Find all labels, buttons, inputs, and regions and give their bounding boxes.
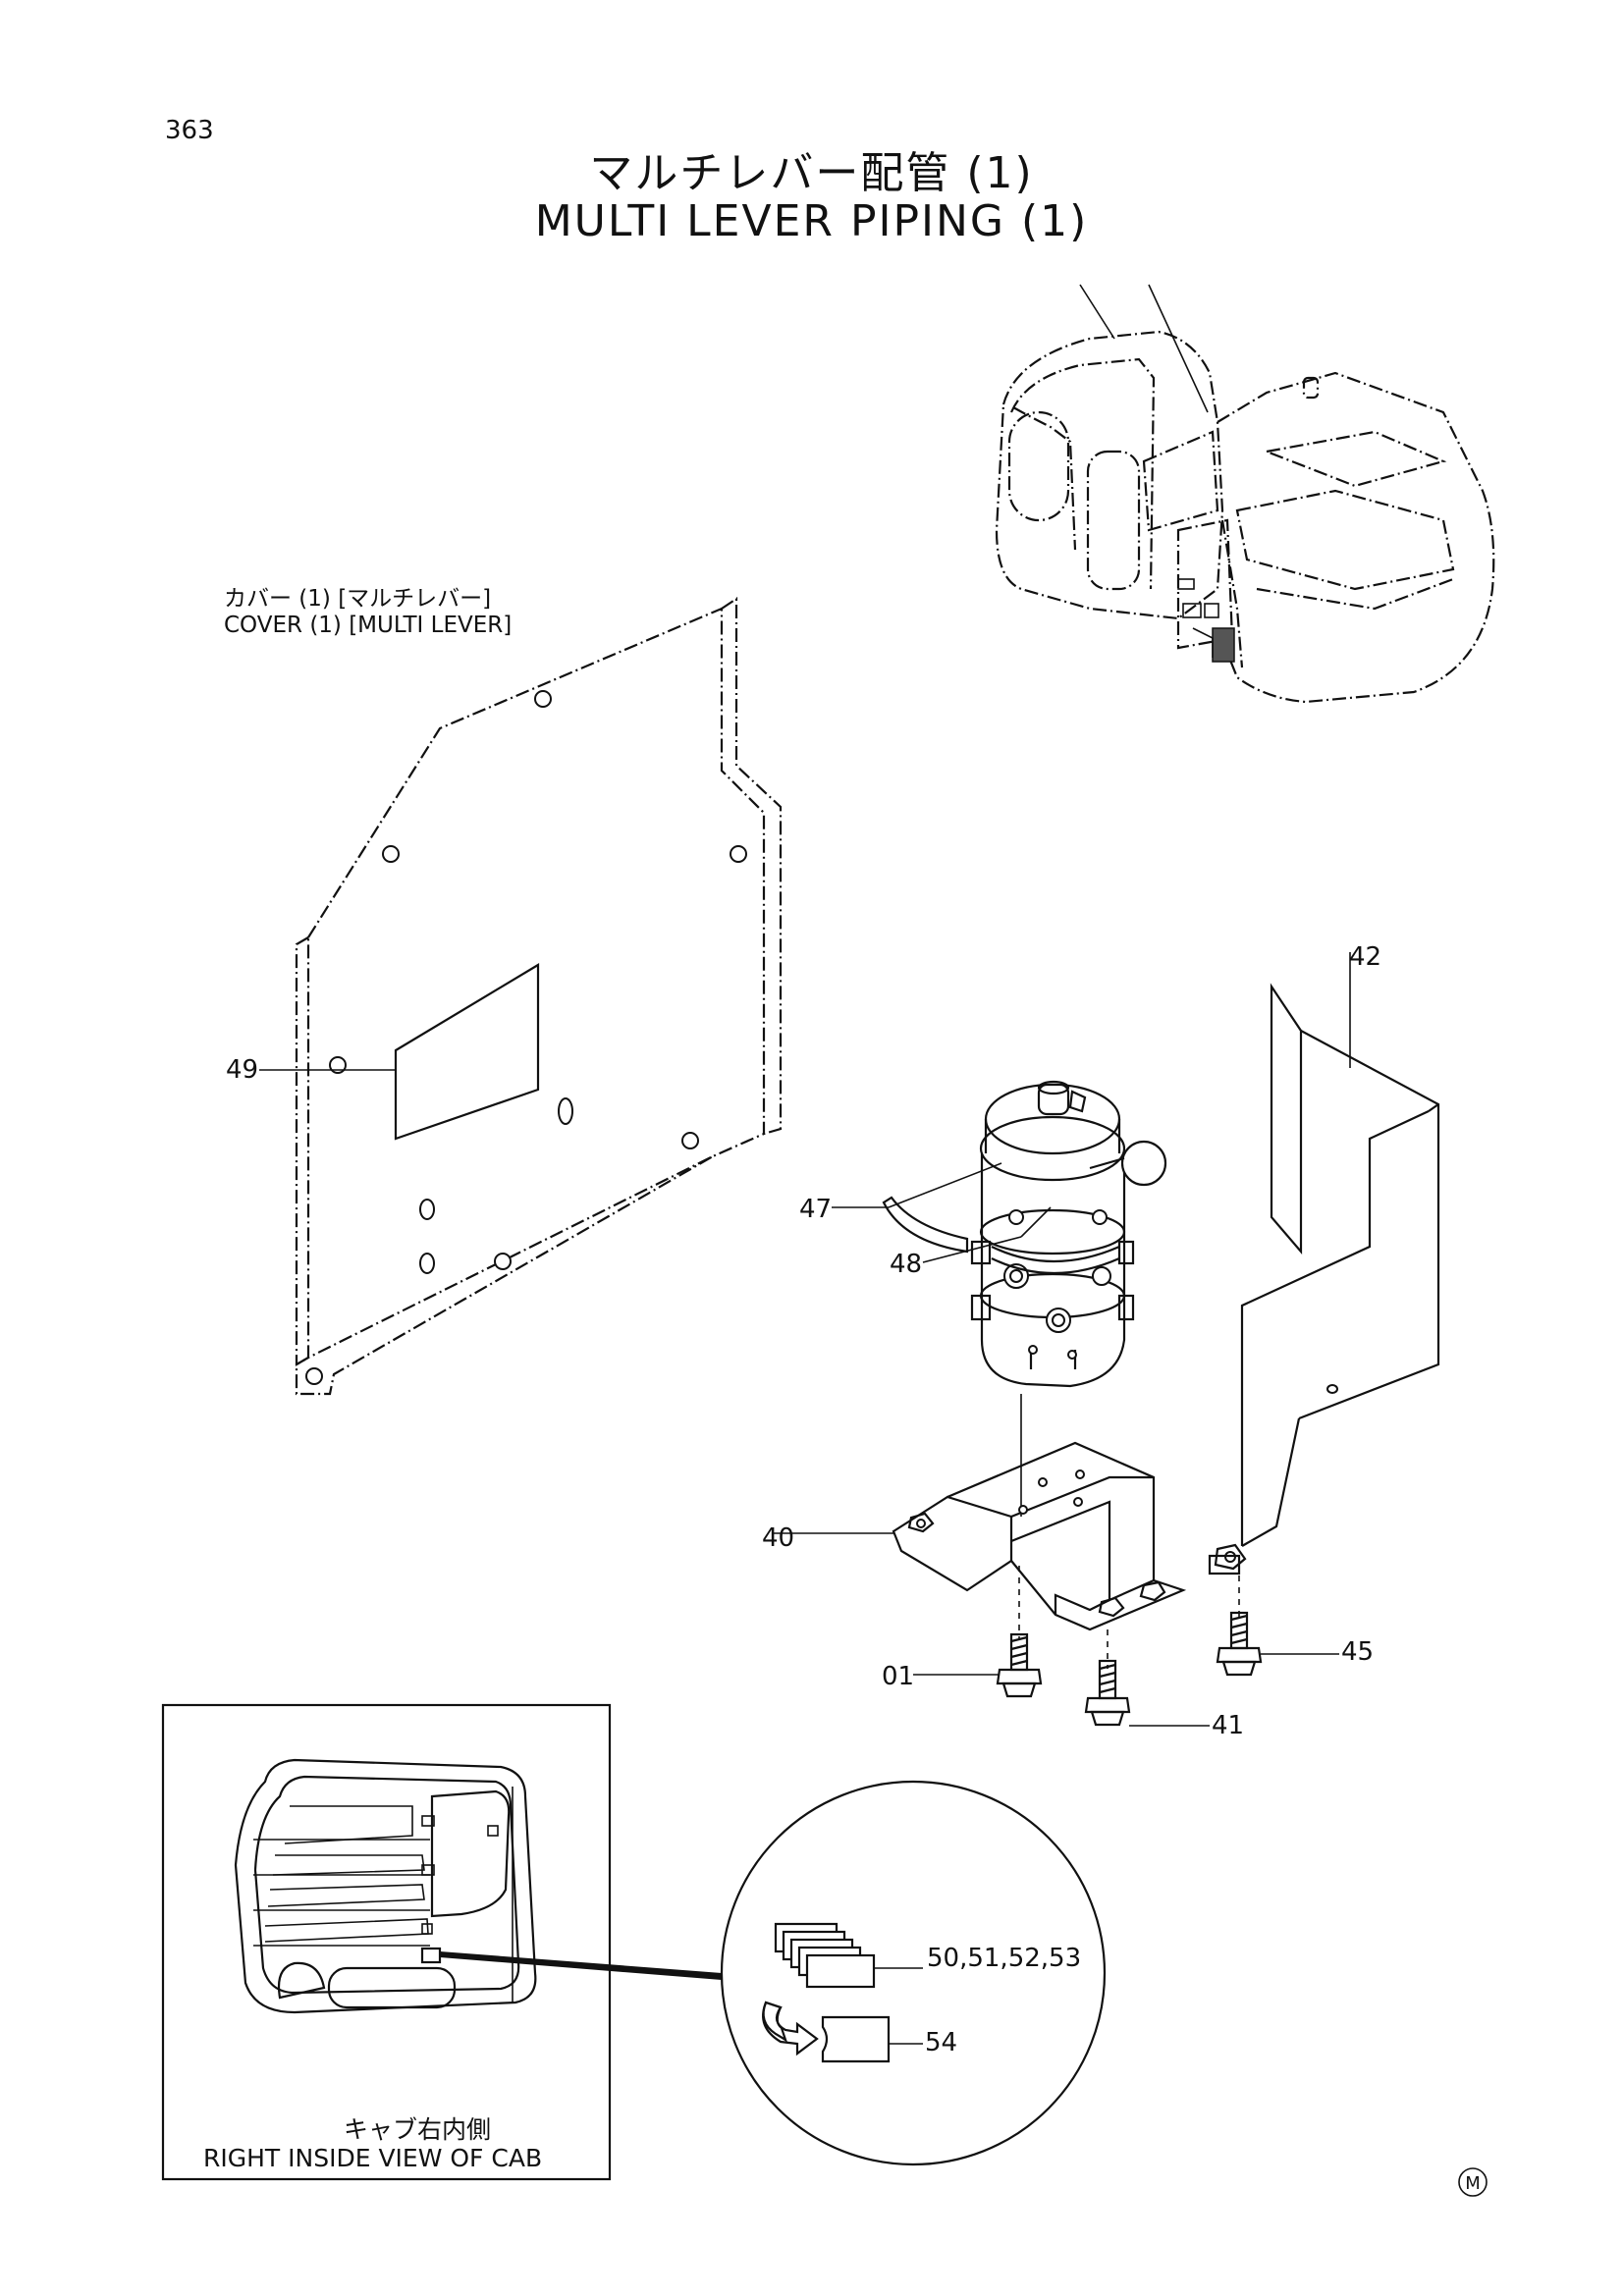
- bolt-01: [913, 1566, 1043, 1698]
- detail-leader-arrow: [440, 1951, 722, 1980]
- guard-plate: [1240, 952, 1440, 1547]
- m-mark-icon: M: [1458, 2167, 1488, 2197]
- callout-47: 47: [799, 1195, 833, 1224]
- callout-49: 49: [226, 1055, 259, 1085]
- inset-label-jp: キャブ右内側: [344, 2115, 492, 2144]
- decal-detail-circle: [720, 1780, 1107, 2166]
- callout-40: 40: [762, 1523, 795, 1553]
- multi-lever-valve: [832, 1080, 1167, 1388]
- cab-inset-box: [161, 1703, 612, 2181]
- cover-label-en: COVER (1) [MULTI LEVER]: [224, 613, 513, 638]
- page-number: 363: [165, 116, 214, 145]
- mounting-bracket: [774, 1394, 1187, 1631]
- page-title-jp: マルチレバー配管 (1): [589, 148, 1034, 198]
- callout-54: 54: [925, 2028, 958, 2057]
- excavator-overview-illustration: [995, 284, 1495, 704]
- callout-50-53: 50,51,52,53: [927, 1944, 1082, 1973]
- callout-41: 41: [1212, 1711, 1245, 1740]
- bolt-41: [1084, 1629, 1210, 1727]
- callout-01: 01: [882, 1662, 915, 1691]
- callout-48: 48: [890, 1250, 923, 1279]
- callout-45: 45: [1341, 1637, 1375, 1667]
- m-mark-letter: M: [1465, 2173, 1481, 2194]
- bolt-45: [1216, 1575, 1339, 1677]
- page-title-en: MULTI LEVER PIPING (1): [534, 196, 1089, 246]
- cover-panel: [259, 596, 783, 1396]
- callout-42: 42: [1349, 942, 1382, 972]
- inset-label-en: RIGHT INSIDE VIEW OF CAB: [203, 2144, 543, 2172]
- guard-plate-nut: [1208, 1543, 1247, 1575]
- cover-label-jp: カバー (1) [マルチレバー]: [224, 586, 492, 612]
